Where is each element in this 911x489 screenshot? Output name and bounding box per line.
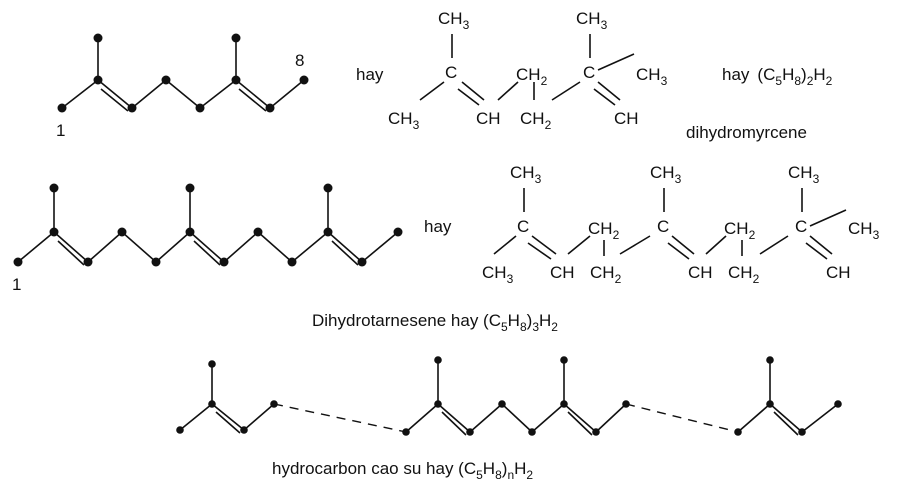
atom-dot xyxy=(798,428,806,436)
atom-dot xyxy=(57,103,67,113)
atom-dot xyxy=(253,227,263,237)
atom-dot xyxy=(13,257,23,267)
group-ch: CH xyxy=(476,109,501,128)
group-ch3: CH3 xyxy=(788,163,820,186)
group-c: C xyxy=(517,217,529,236)
group-ch2: CH2 xyxy=(724,219,756,242)
atom-dot xyxy=(834,400,842,408)
locant-1: 1 xyxy=(12,275,21,294)
skeletal-dihydrotarnesene xyxy=(13,183,403,267)
condensed-dihydrotarnesene: CH3 C CH3 CH CH2 CH2 CH3 C CH CH2 CH2 CH… xyxy=(482,163,880,286)
atom-dot xyxy=(151,257,161,267)
atom-dot xyxy=(287,257,297,267)
group-ch: CH xyxy=(550,263,575,282)
group-ch3: CH3 xyxy=(576,9,608,32)
group-c: C xyxy=(657,217,669,236)
group-ch: CH xyxy=(688,263,713,282)
atom-dot xyxy=(734,428,742,436)
atom-dot xyxy=(323,227,333,237)
group-ch: CH xyxy=(826,263,851,282)
atom-dot xyxy=(766,400,774,408)
connector-hay: hay xyxy=(424,217,452,236)
atom-dot xyxy=(49,227,59,237)
atom-dot xyxy=(208,400,216,408)
atom-dot xyxy=(93,33,103,43)
condensed-dihydromyrcene: CH3 C CH3 CH CH2 CH2 CH3 C CH CH3 xyxy=(388,9,668,132)
atom-dot xyxy=(498,400,506,408)
group-c: C xyxy=(795,217,807,236)
atom-dot xyxy=(117,227,127,237)
atom-dot xyxy=(49,183,59,193)
group-ch2: CH2 xyxy=(590,263,622,286)
atom-dot xyxy=(560,400,568,408)
atom-dot xyxy=(93,75,103,85)
group-ch3: CH3 xyxy=(636,65,668,88)
group-ch3: CH3 xyxy=(482,263,514,286)
atom-dot xyxy=(231,33,241,43)
locant-8: 8 xyxy=(295,51,304,70)
caption-dihydrotarnesene: Dihydrotarnesene hay (C5H8)3H2 xyxy=(312,311,558,334)
name-dihydromyrcene: dihydromyrcene xyxy=(686,123,807,142)
atom-dot xyxy=(161,75,171,85)
atom-dot xyxy=(185,227,195,237)
atom-dot xyxy=(592,428,600,436)
group-ch3: CH3 xyxy=(848,219,880,242)
group-ch2: CH2 xyxy=(588,219,620,242)
atom-dot xyxy=(466,428,474,436)
atom-dot xyxy=(402,428,410,436)
atom-dot xyxy=(219,257,229,267)
connector-hay: hay xyxy=(356,65,384,84)
formula-dihydromyrcene: hay(C5H8)2H2 xyxy=(722,65,833,88)
atom-dot xyxy=(240,426,248,434)
group-ch: CH xyxy=(614,109,639,128)
atom-dot xyxy=(393,227,403,237)
atom-dot xyxy=(185,183,195,193)
atom-dot xyxy=(231,75,241,85)
group-ch2: CH2 xyxy=(516,65,548,88)
atom-dot xyxy=(622,400,630,408)
atom-dot xyxy=(127,103,137,113)
group-c: C xyxy=(445,63,457,82)
group-ch3: CH3 xyxy=(650,163,682,186)
atom-dot xyxy=(208,360,216,368)
skeletal-rubber-hydrocarbon xyxy=(176,356,842,436)
atom-dot xyxy=(357,257,367,267)
atom-dot xyxy=(176,426,184,434)
group-c: C xyxy=(583,63,595,82)
atom-dot xyxy=(434,400,442,408)
locant-1: 1 xyxy=(56,121,65,140)
group-ch3: CH3 xyxy=(438,9,470,32)
group-ch2: CH2 xyxy=(520,109,552,132)
atom-dot xyxy=(528,428,536,436)
atom-dot xyxy=(766,356,774,364)
atom-dot xyxy=(83,257,93,267)
atom-dot xyxy=(323,183,333,193)
atom-dot xyxy=(265,103,275,113)
group-ch3: CH3 xyxy=(510,163,542,186)
atom-dot xyxy=(299,75,309,85)
group-ch2: CH2 xyxy=(728,263,760,286)
caption-rubber-hydrocarbon: hydrocarbon cao su hay (C5H8)nH2 xyxy=(272,459,533,482)
atom-dot xyxy=(195,103,205,113)
atom-dot xyxy=(270,400,278,408)
group-ch3: CH3 xyxy=(388,109,420,132)
atom-dot xyxy=(434,356,442,364)
atom-dot xyxy=(560,356,568,364)
skeletal-dihydromyrcene xyxy=(57,33,309,113)
